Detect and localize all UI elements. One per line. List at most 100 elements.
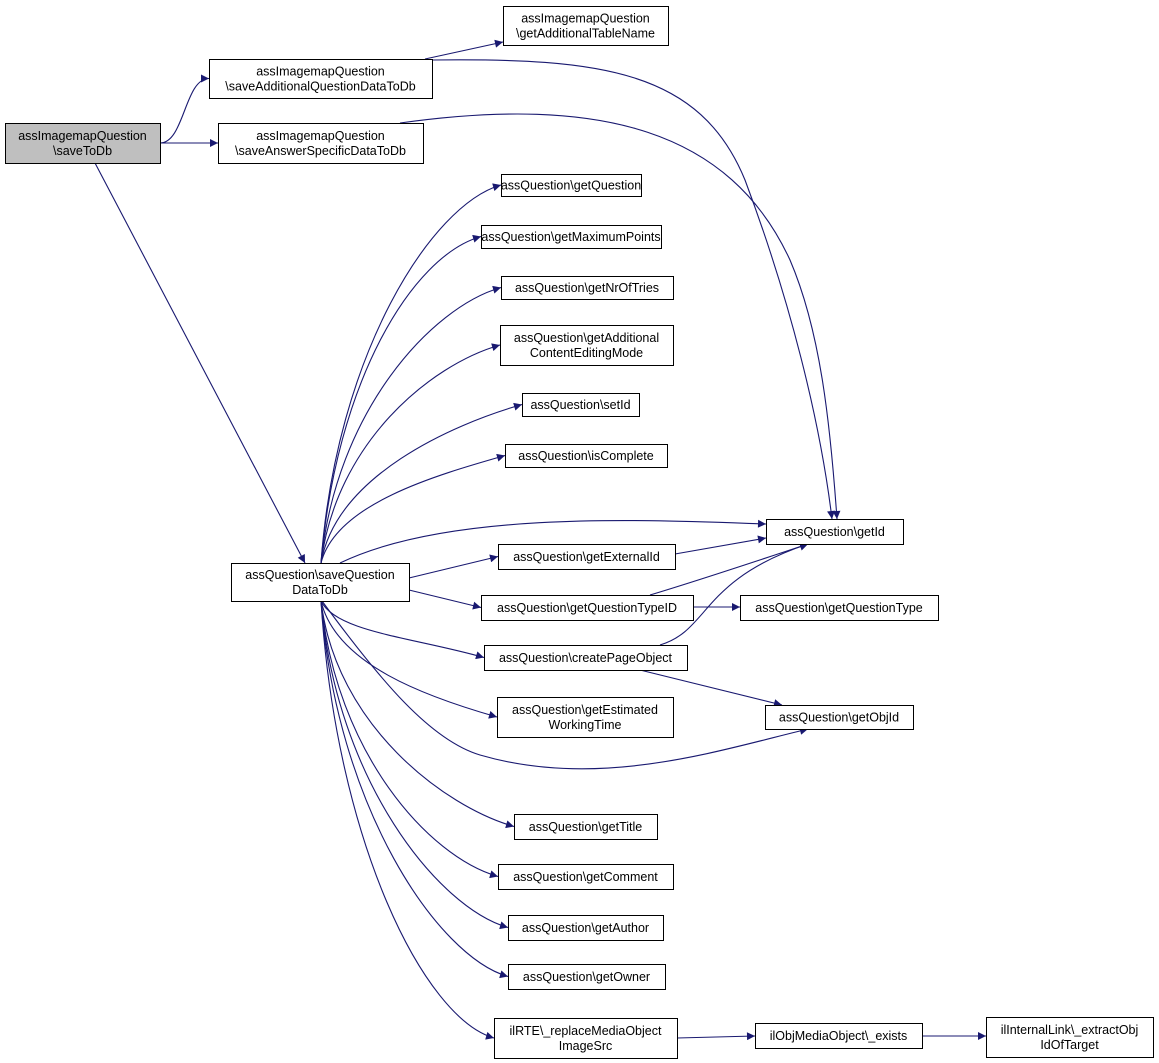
node-box xyxy=(740,595,939,621)
edge-saveQ-to-getQuestion xyxy=(320,183,502,564)
edge xyxy=(339,519,767,564)
edge xyxy=(320,600,495,1040)
edge xyxy=(159,74,210,144)
node-label: assQuestion\getQuestion xyxy=(501,179,641,193)
node-label: ImageSrc xyxy=(559,1039,613,1053)
edge xyxy=(320,402,523,564)
node-getNrTries[interactable]: assQuestion\getNrOfTries xyxy=(501,276,674,300)
node-isComplete[interactable]: assQuestion\isComplete xyxy=(505,444,668,468)
edge xyxy=(320,343,501,564)
node-box xyxy=(503,6,669,46)
node-box xyxy=(209,59,433,99)
edge-saveQ-to-getExtId xyxy=(408,554,499,579)
node-label: WorkingTime xyxy=(549,718,622,732)
edge-saveQ-to-getNrTries xyxy=(320,285,502,564)
edge-saveQ-to-getComment xyxy=(320,600,499,879)
node-setId[interactable]: assQuestion\setId xyxy=(522,393,640,417)
node-label: assQuestion\createPageObject xyxy=(499,651,673,665)
node-box xyxy=(501,174,642,197)
node-getMaxPts[interactable]: assQuestion\getMaximumPoints xyxy=(481,225,662,249)
edge xyxy=(320,600,509,979)
edge xyxy=(674,535,767,555)
edge-root-to-saveAdd xyxy=(159,74,210,144)
edge-saveAdd-to-getAddTable xyxy=(424,39,504,60)
edge xyxy=(320,285,502,564)
edge-saveQ-to-getEstTime xyxy=(320,600,498,719)
edge-saveQ-to-replaceMedia xyxy=(320,600,495,1040)
node-box xyxy=(755,1023,923,1049)
node-box xyxy=(766,519,904,545)
node-box xyxy=(986,1017,1154,1058)
edge xyxy=(431,59,836,520)
node-label: ilObjMediaObject\_exists xyxy=(770,1029,908,1043)
node-label: assImagemapQuestion xyxy=(521,12,650,26)
node-getObjId[interactable]: assQuestion\getObjId xyxy=(765,705,914,730)
node-getQuestion[interactable]: assQuestion\getQuestion xyxy=(501,174,642,197)
edge-createPage-to-getId xyxy=(659,542,809,646)
node-box xyxy=(500,325,674,366)
edge-saveAns-to-getId xyxy=(399,113,841,520)
edge xyxy=(639,669,783,707)
edge-root-to-saveQ xyxy=(94,162,306,564)
node-label: \saveAnswerSpecificDataToDb xyxy=(235,144,406,158)
node-label: assQuestion\getTitle xyxy=(529,820,643,834)
node-box xyxy=(494,1018,678,1059)
node-createPage[interactable]: assQuestion\createPageObject xyxy=(484,645,688,671)
node-label: assQuestion\getQuestionType xyxy=(755,601,923,615)
node-root[interactable]: assImagemapQuestion\saveToDb xyxy=(5,123,161,164)
node-label: assQuestion\getQuestionTypeID xyxy=(497,601,677,615)
node-box xyxy=(481,225,662,249)
edge-saveQ-to-getAuthor xyxy=(320,600,509,930)
node-saveAdd[interactable]: assImagemapQuestion\saveAdditionalQuesti… xyxy=(209,59,433,99)
node-label: assQuestion\getMaximumPoints xyxy=(481,230,660,244)
edge xyxy=(676,1032,756,1041)
node-label: assQuestion\getId xyxy=(784,525,885,539)
node-mediaExists[interactable]: ilObjMediaObject\_exists xyxy=(755,1023,923,1049)
node-box xyxy=(522,393,640,417)
node-getExtId[interactable]: assQuestion\getExternalId xyxy=(498,544,676,570)
node-box xyxy=(498,544,676,570)
edge-saveQ-to-getTitle xyxy=(320,600,515,829)
node-box xyxy=(497,697,674,738)
edge-saveQ-to-setId xyxy=(320,402,523,564)
node-label: assQuestion\getAdditional xyxy=(514,331,659,345)
node-getId[interactable]: assQuestion\getId xyxy=(766,519,904,545)
node-label: assQuestion\isComplete xyxy=(518,449,654,463)
node-getQTypeID[interactable]: assQuestion\getQuestionTypeID xyxy=(481,595,694,621)
node-box xyxy=(505,444,668,468)
edge-saveQ-to-getObjId xyxy=(321,600,809,770)
node-saveAns[interactable]: assImagemapQuestion\saveAnswerSpecificDa… xyxy=(218,123,424,164)
edge xyxy=(320,234,482,564)
node-label: ilRTE\_replaceMediaObject xyxy=(510,1024,662,1038)
node-box xyxy=(501,276,674,300)
edge xyxy=(320,600,499,879)
node-label: \saveAdditionalQuestionDataToDb xyxy=(225,80,415,94)
node-label: assImagemapQuestion xyxy=(256,129,385,143)
edge xyxy=(320,600,509,930)
node-getTitle[interactable]: assQuestion\getTitle xyxy=(514,814,658,840)
node-label: ContentEditingMode xyxy=(530,346,643,360)
edge-getExtId-to-getId xyxy=(674,535,767,555)
node-getAddTable[interactable]: assImagemapQuestion\getAdditionalTableNa… xyxy=(503,6,669,46)
node-label: assQuestion\getOwner xyxy=(523,970,650,984)
node-getAddContent[interactable]: assQuestion\getAdditionalContentEditingM… xyxy=(500,325,674,366)
node-box xyxy=(218,123,424,164)
node-getAuthor[interactable]: assQuestion\getAuthor xyxy=(508,915,664,941)
node-label: assQuestion\saveQuestion xyxy=(245,568,394,582)
node-label: assQuestion\getEstimated xyxy=(512,703,658,717)
edge-saveAdd-to-getId xyxy=(431,59,836,520)
node-getQType[interactable]: assQuestion\getQuestionType xyxy=(740,595,939,621)
node-box xyxy=(508,964,666,990)
edge-createPage-to-getObjId xyxy=(639,669,783,707)
edge-saveQ-to-isComplete xyxy=(320,453,506,564)
edge xyxy=(659,542,809,646)
node-box xyxy=(484,645,688,671)
edge xyxy=(408,554,499,579)
node-getOwner[interactable]: assQuestion\getOwner xyxy=(508,964,666,990)
node-label: assQuestion\getExternalId xyxy=(513,550,660,564)
node-getComment[interactable]: assQuestion\getComment xyxy=(498,864,674,890)
